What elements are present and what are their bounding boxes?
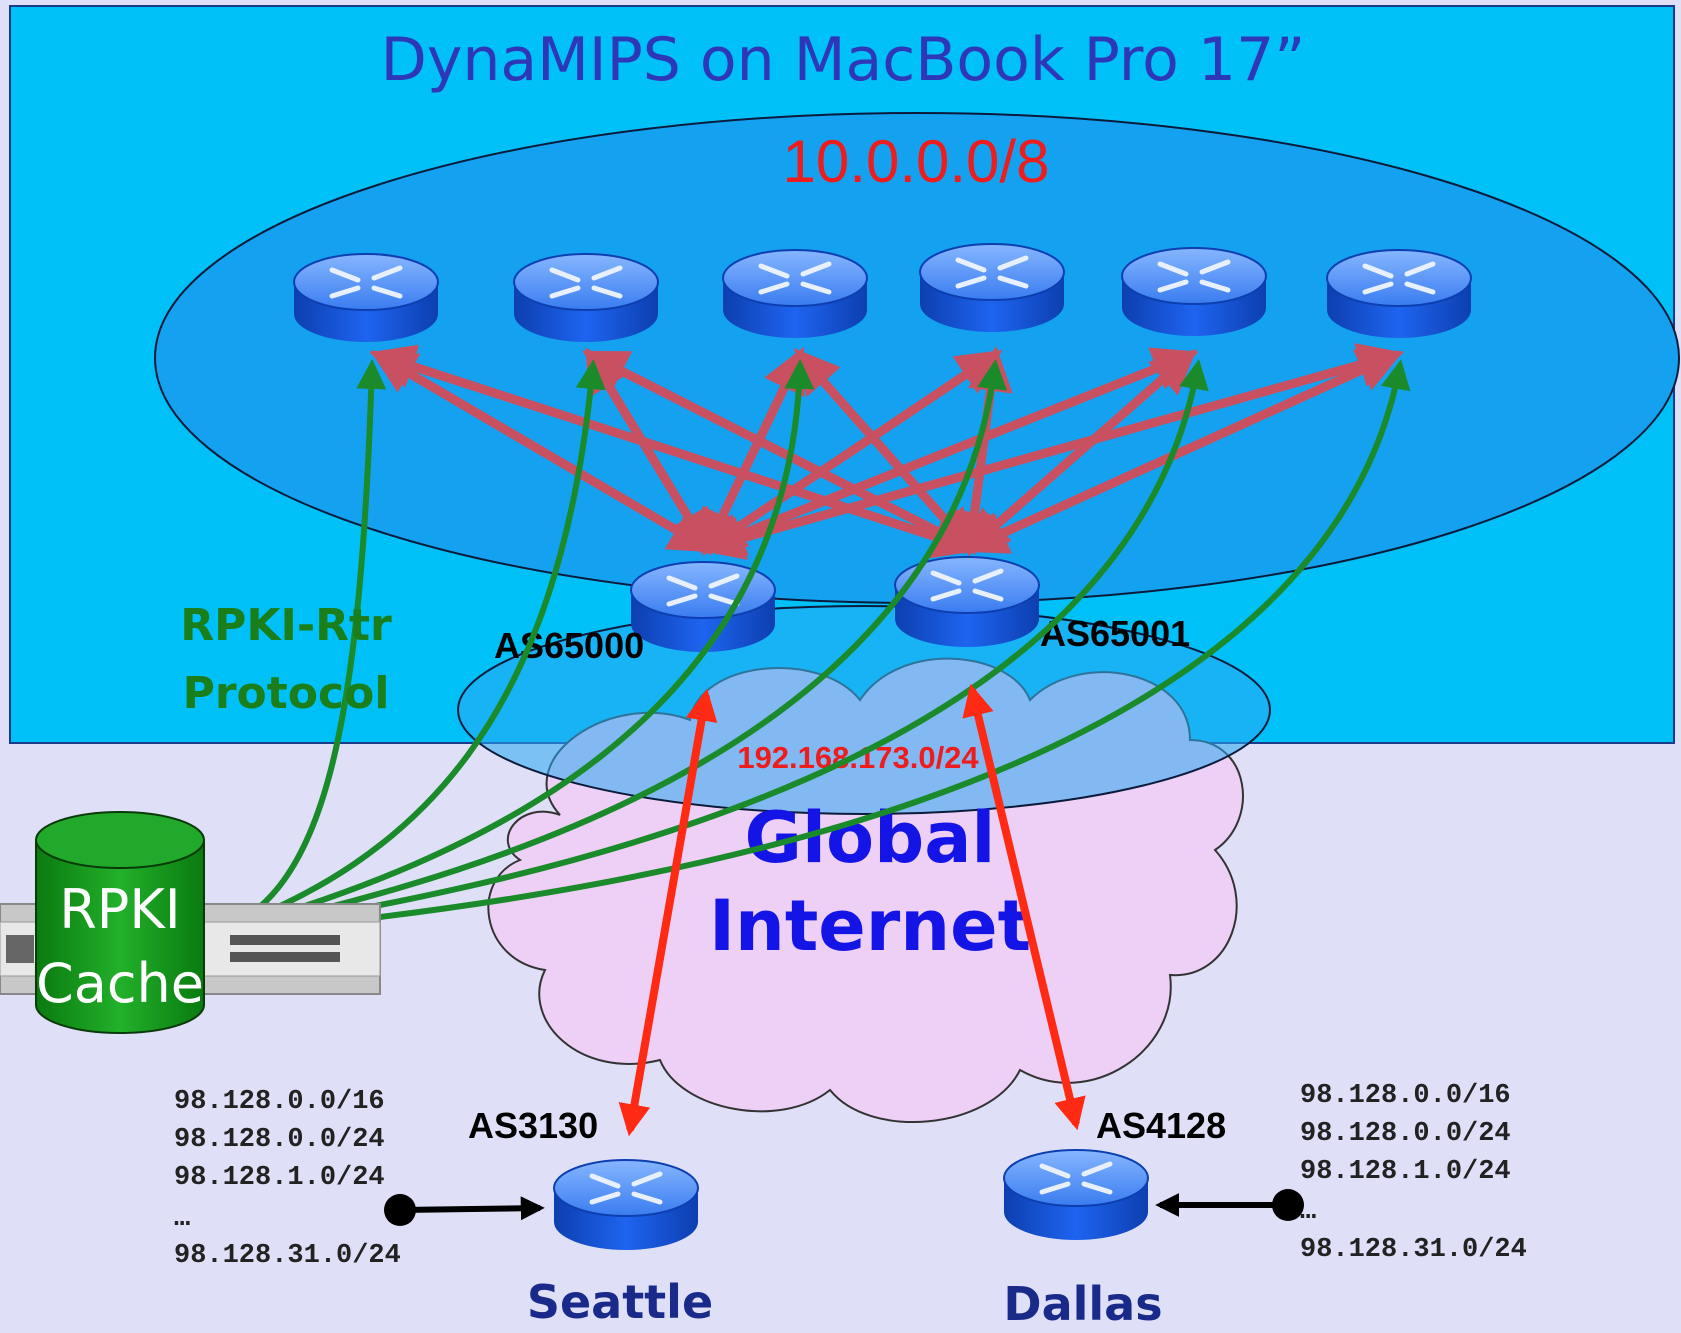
as3130-label: AS3130 <box>468 1105 598 1146</box>
prefix-line: 98.128.1.0/24 <box>1300 1157 1511 1187</box>
cache-label-line2: Cache <box>36 952 204 1015</box>
prefix-line: … <box>1300 1197 1316 1227</box>
router-top-1 <box>293 253 439 342</box>
dallas-prefix-list: 98.128.0.0/16 98.128.0.0/24 98.128.1.0/2… <box>1300 1081 1527 1265</box>
router-arrows-icon <box>1039 1161 1113 1195</box>
seattle-label: Seattle <box>527 1275 713 1329</box>
dallas-label: Dallas <box>1003 1277 1162 1331</box>
router-arrows-icon <box>955 255 1029 289</box>
protocol-label-line2: Protocol <box>183 668 390 719</box>
seattle-prefix-list: 98.128.0.0/16 98.128.0.0/24 98.128.1.0/2… <box>174 1087 401 1271</box>
page-title: DynaMIPS on MacBook Pro 17” <box>381 25 1306 95</box>
router-top-2 <box>513 253 659 342</box>
cloud-label-line2: Internet <box>709 885 1031 967</box>
prefix-line: 98.128.31.0/24 <box>174 1241 401 1271</box>
router-as65000 <box>630 561 776 652</box>
router-arrows-icon <box>589 1171 663 1205</box>
router-arrows-icon <box>329 265 403 299</box>
router-arrows-icon <box>930 568 1004 602</box>
prefix-line: 98.128.0.0/24 <box>1300 1119 1511 1149</box>
prefix-line: 98.128.0.0/16 <box>1300 1081 1511 1111</box>
router-top-3 <box>722 249 868 338</box>
router-top-6 <box>1326 249 1472 338</box>
router-arrows-icon <box>549 265 623 299</box>
as65000-label: AS65000 <box>494 625 644 666</box>
prefix-line: 98.128.0.0/16 <box>174 1087 385 1117</box>
prefix-line: … <box>174 1204 190 1234</box>
dallas-announce-arrow <box>1155 1189 1304 1221</box>
prefix-line: 98.128.0.0/24 <box>174 1125 385 1155</box>
prefix-line: 98.128.31.0/24 <box>1300 1235 1527 1265</box>
cloud-label-line1: Global <box>745 797 996 879</box>
ebgp-arrows <box>618 683 1086 1137</box>
rpki-cache-icon <box>35 811 205 1034</box>
seattle-announce-arrow <box>384 1194 545 1226</box>
router-arrows-icon <box>666 573 740 607</box>
main-network-label: 10.0.0.0/8 <box>783 128 1050 195</box>
router-top-4 <box>919 243 1065 332</box>
as4128-label: AS4128 <box>1096 1105 1226 1146</box>
router-as65001 <box>894 556 1040 647</box>
router-seattle <box>553 1159 699 1250</box>
prefix-line: 98.128.1.0/24 <box>174 1163 385 1193</box>
protocol-label-line1: RPKI-Rtr <box>180 600 392 651</box>
router-top-5 <box>1121 247 1267 336</box>
router-dallas <box>1003 1149 1149 1240</box>
router-arrows-icon <box>758 261 832 295</box>
router-arrows-icon <box>1157 259 1231 293</box>
cache-label-line1: RPKI <box>59 878 180 941</box>
router-arrows-icon <box>1362 261 1436 295</box>
as65001-label: AS65001 <box>1040 613 1190 654</box>
